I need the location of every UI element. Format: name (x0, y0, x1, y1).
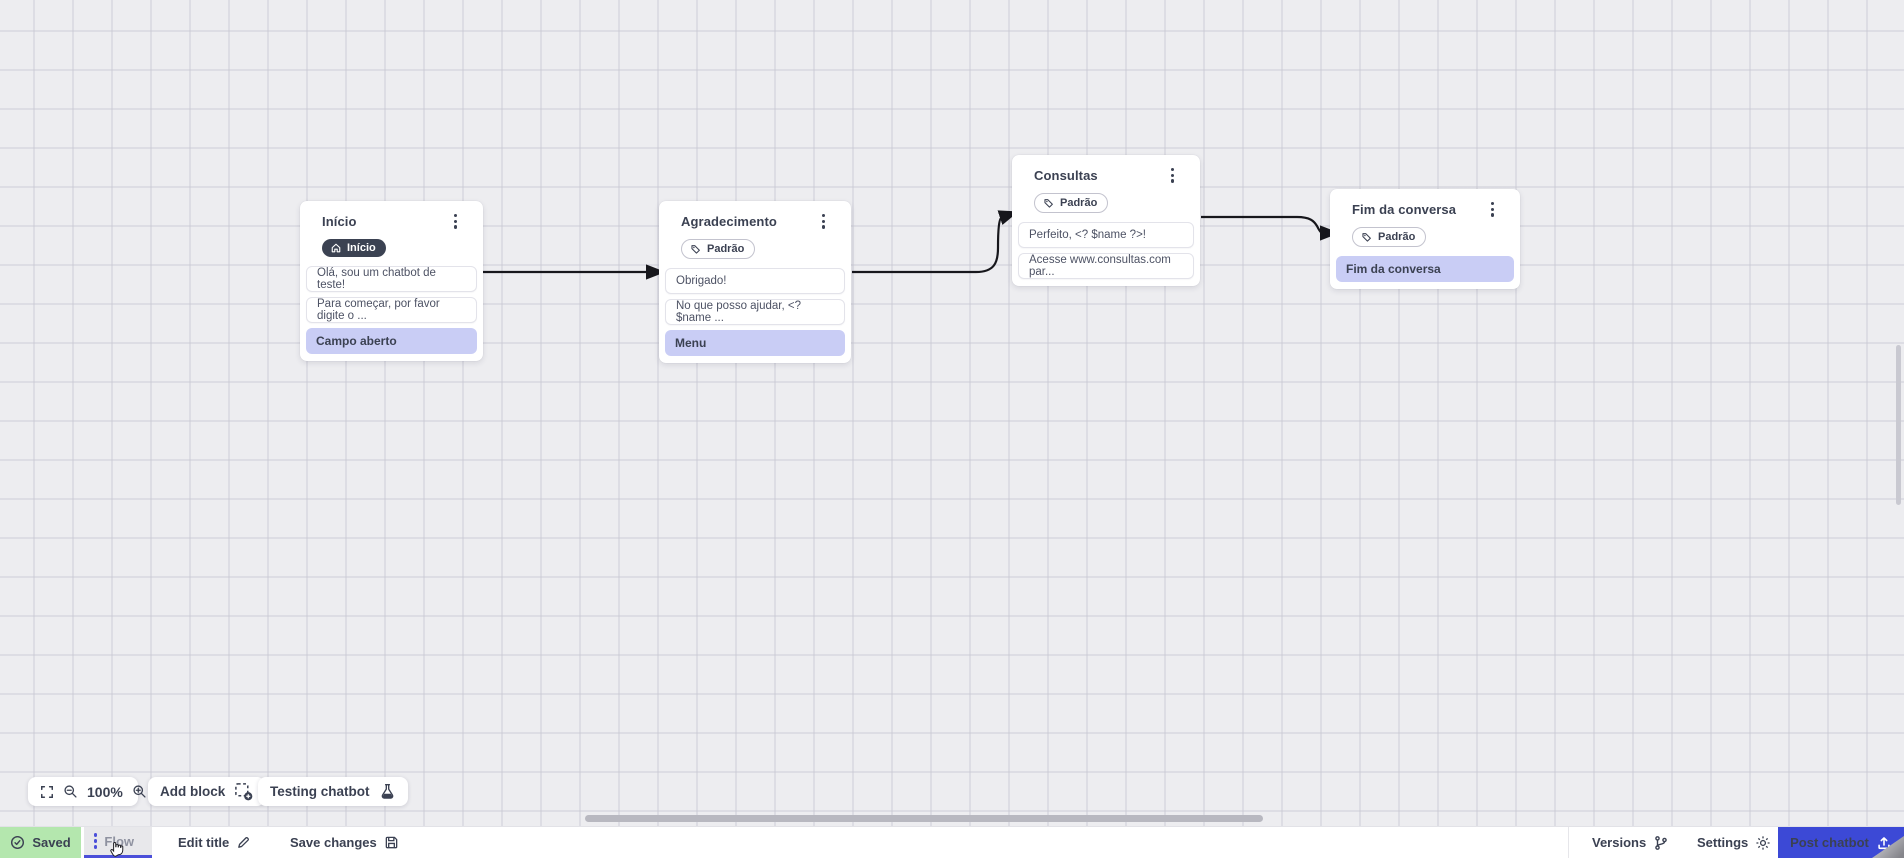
saved-status-badge: Saved (0, 827, 81, 858)
edit-title-label: Edit title (178, 835, 230, 850)
gear-icon (1756, 835, 1770, 850)
message-row[interactable]: Acesse www.consultas.com par... (1018, 252, 1194, 279)
node-type-badge: Início (322, 238, 386, 257)
node-title: Fim da conversa (1352, 201, 1457, 217)
vertical-scrollbar[interactable] (1896, 345, 1901, 505)
add-block-icon (235, 783, 253, 801)
post-chatbot-label: Post chatbot (1790, 835, 1869, 850)
zoom-out-icon[interactable] (63, 784, 78, 799)
wire-consultas-fim (1201, 215, 1340, 241)
wire-agradecimento-consultas (852, 210, 1019, 274)
saved-label: Saved (32, 835, 71, 850)
kebab-menu-icon[interactable] (1487, 200, 1498, 219)
zoom-level: 100% (87, 783, 123, 800)
node-title: Agradecimento (681, 213, 777, 229)
node-type-badge: Padrão (681, 238, 756, 259)
horizontal-scrollbar[interactable] (585, 815, 1263, 822)
badge-label: Início (347, 241, 376, 254)
versions-label: Versions (1592, 835, 1647, 850)
status-bar: Saved Flow Edit title Save changes Versi… (0, 826, 1904, 858)
save-icon (385, 836, 398, 849)
pencil-icon (238, 837, 250, 848)
action-row[interactable]: Fim da conversa (1336, 255, 1514, 282)
flow-node-inicio[interactable]: Início Início Olá, sou um chatbot de tes… (300, 201, 483, 361)
save-changes-button[interactable]: Save changes (290, 827, 399, 858)
home-icon (331, 243, 341, 252)
message-row[interactable]: No que posso ajudar, <? $name ... (665, 298, 845, 325)
tag-icon (1044, 198, 1053, 208)
kebab-menu-icon[interactable] (94, 833, 98, 849)
badge-label: Padrão (1060, 196, 1098, 209)
edit-title-button[interactable]: Edit title (178, 827, 251, 858)
message-row[interactable]: Olá, sou um chatbot de teste! (306, 265, 477, 292)
flow-node-agradecimento[interactable]: Agradecimento Padrão Obrigado! No que po… (659, 201, 851, 363)
zoom-in-icon[interactable] (132, 784, 147, 799)
zoom-controls[interactable]: 100% (28, 777, 146, 806)
add-block-label: Add block (160, 784, 226, 799)
node-type-badge: Padrão (1034, 192, 1109, 213)
tag-icon (691, 244, 700, 254)
statusbar-divider (1568, 827, 1569, 858)
kebab-menu-icon[interactable] (818, 212, 829, 231)
save-changes-label: Save changes (290, 835, 377, 850)
testing-chatbot-button[interactable]: Testing chatbot (258, 777, 408, 806)
message-row[interactable]: Perfeito, <? $name ?>! (1018, 221, 1194, 248)
action-row[interactable]: Menu (665, 329, 845, 356)
flow-node-fim-da-conversa[interactable]: Fim da conversa Padrão Fim da conversa (1330, 189, 1520, 289)
testing-chatbot-label: Testing chatbot (270, 784, 370, 799)
badge-label: Padrão (707, 242, 745, 255)
versions-branch-icon (1655, 835, 1668, 850)
message-row[interactable]: Obrigado! (665, 267, 845, 294)
tag-icon (1362, 232, 1371, 242)
versions-button[interactable]: Versions (1592, 827, 1669, 858)
action-row[interactable]: Campo aberto (306, 327, 477, 354)
badge-label: Padrão (1378, 230, 1416, 243)
message-row[interactable]: Para começar, por favor digite o ... (306, 296, 477, 323)
flow-node-consultas[interactable]: Consultas Padrão Perfeito, <? $name ?>! … (1012, 155, 1200, 286)
add-block-button[interactable]: Add block (148, 777, 266, 806)
check-circle-icon (11, 835, 25, 850)
node-title: Consultas (1034, 167, 1098, 183)
settings-button[interactable]: Settings (1697, 827, 1771, 858)
settings-label: Settings (1697, 835, 1749, 850)
kebab-menu-icon[interactable] (1167, 166, 1178, 185)
fullscreen-icon[interactable] (40, 785, 54, 799)
node-type-badge: Padrão (1352, 226, 1427, 247)
kebab-menu-icon[interactable] (450, 212, 461, 231)
flask-icon (381, 784, 393, 799)
node-title: Início (322, 213, 357, 229)
tab-flow[interactable]: Flow (84, 827, 152, 858)
flow-tab-label: Flow (104, 833, 134, 849)
